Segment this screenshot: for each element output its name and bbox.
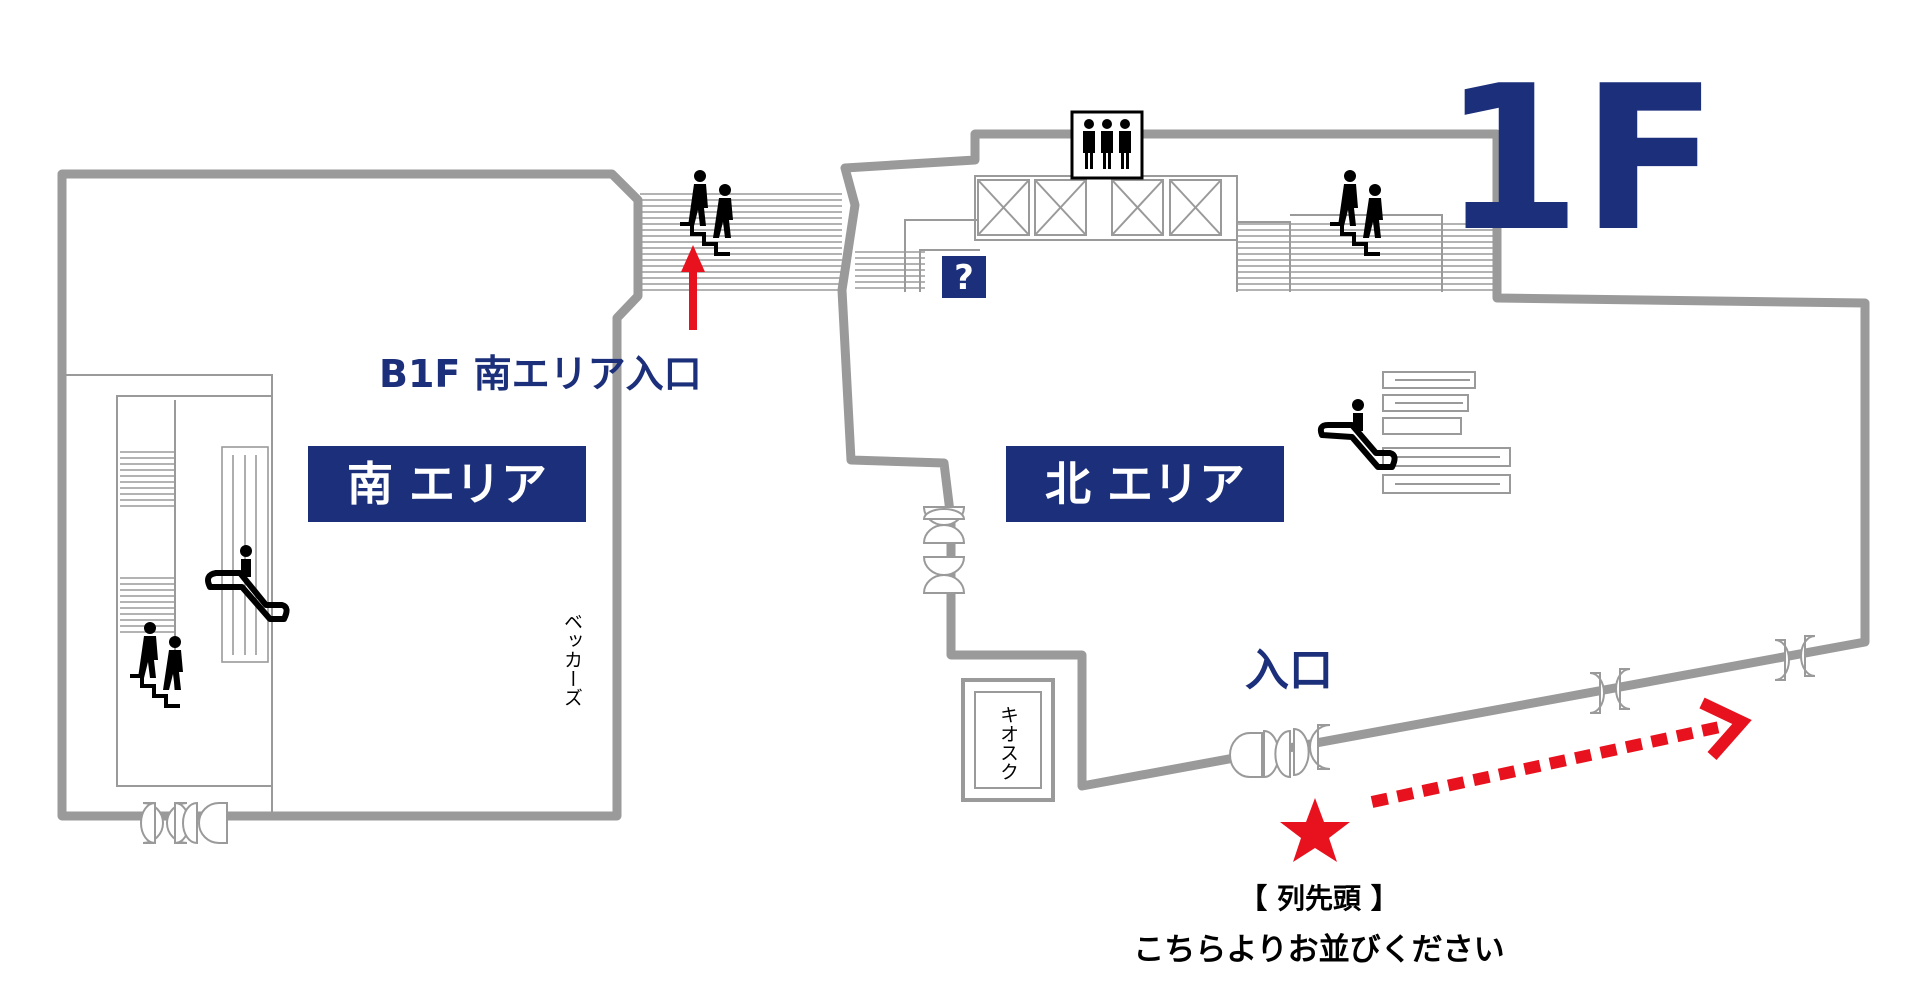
door-icon bbox=[140, 801, 190, 845]
north-escalators bbox=[1382, 371, 1511, 494]
escalator-icon bbox=[205, 545, 290, 622]
north-area-badge: 北 エリア bbox=[1006, 446, 1284, 522]
door-icon bbox=[922, 506, 966, 544]
door-icon bbox=[1774, 635, 1816, 681]
beckers-label: ベッカーズ bbox=[561, 612, 583, 707]
stairs-icon bbox=[1330, 170, 1383, 256]
doors bbox=[140, 506, 1816, 845]
kiosk: キオスク bbox=[961, 678, 1055, 802]
north-area-label: 北 エリア bbox=[1045, 457, 1245, 511]
queue-instruction: こちらよりお並びください bbox=[1133, 932, 1504, 968]
floor-label: 1F bbox=[1442, 43, 1718, 276]
north-stairs-left bbox=[855, 219, 990, 292]
door-icon bbox=[182, 801, 228, 845]
south-interior bbox=[61, 374, 273, 817]
south-area-label: 南 エリア bbox=[347, 457, 547, 511]
south-stair-core bbox=[116, 395, 273, 787]
walkway bbox=[640, 193, 842, 291]
queue-heading: 【 列先頭 】 bbox=[1239, 882, 1399, 915]
door-icon bbox=[1229, 724, 1331, 779]
kiosk-label: キオスク bbox=[997, 705, 1019, 781]
door-icon bbox=[922, 556, 966, 594]
stairs-icon bbox=[680, 170, 733, 256]
info-symbol: ? bbox=[954, 258, 974, 298]
arrow-icon bbox=[681, 245, 705, 330]
star-icon bbox=[1280, 798, 1350, 862]
south-area-badge: 南 エリア bbox=[308, 446, 586, 522]
elevator-icon bbox=[1070, 110, 1144, 180]
elevator-bank bbox=[974, 175, 1238, 241]
main-entrance-label: 入口 bbox=[1245, 645, 1333, 696]
escalator-icon bbox=[1317, 399, 1398, 470]
queue-direction-arrow bbox=[1370, 697, 1752, 808]
b1f-entrance-label: B1F 南エリア入口 bbox=[379, 352, 702, 396]
north-building-outline bbox=[837, 129, 1870, 791]
door-icon bbox=[1589, 668, 1631, 714]
info-icon: ? bbox=[942, 256, 986, 298]
stairs-icon bbox=[130, 622, 183, 708]
